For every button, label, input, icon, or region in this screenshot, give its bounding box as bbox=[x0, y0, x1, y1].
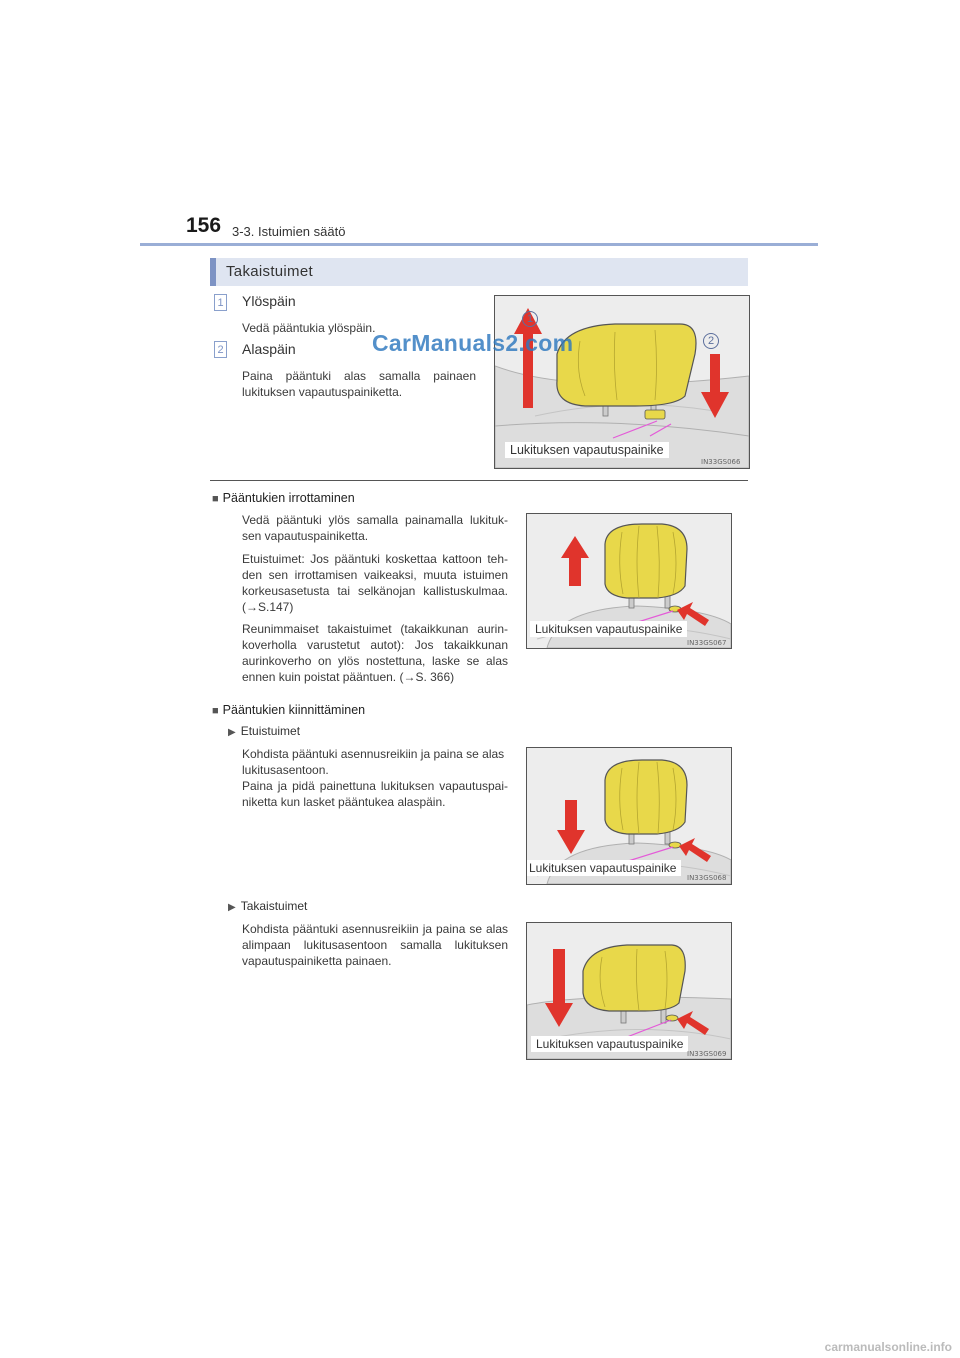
step-1-number: 1 bbox=[214, 294, 227, 311]
callout-2: 2 bbox=[703, 333, 719, 349]
step-2-number: 2 bbox=[214, 341, 227, 358]
release-button-label: Lukituksen vapautuspainike bbox=[527, 860, 682, 876]
rear-seats-label: ▶Takaistuimet bbox=[228, 899, 308, 913]
header-rule bbox=[140, 243, 818, 246]
rear-headrest-illustration bbox=[495, 308, 749, 468]
installation-heading: ■Pääntukien kiinnittäminen bbox=[212, 703, 366, 717]
removal-paragraph-2: Etuistuimet: Jos pääntuki koskettaa katt… bbox=[242, 552, 508, 614]
release-button-label: Lukituksen vapautuspainike bbox=[530, 621, 688, 637]
figure-removal: Lukituksen vapautuspainike IN33GS067 bbox=[526, 513, 732, 649]
divider bbox=[210, 480, 748, 481]
release-button-label: Lukituksen vapautuspainike bbox=[505, 442, 669, 458]
figure-code: IN33GS069 bbox=[687, 1050, 727, 1058]
square-bullet-icon: ■ bbox=[212, 493, 219, 505]
figure-code: IN33GS068 bbox=[687, 874, 727, 882]
section-title: 3-3. Istuimien säätö bbox=[232, 224, 346, 239]
front-seats-label: ▶Etuistuimet bbox=[228, 724, 301, 738]
removal-illustration bbox=[536, 523, 731, 648]
figure-front-install: Lukituksen vapautuspainike IN33GS068 bbox=[526, 747, 732, 885]
page-number: 156 bbox=[186, 214, 222, 237]
triangle-bullet-icon: ▶ bbox=[228, 727, 236, 738]
release-button-label: Lukituksen vapautuspainike bbox=[531, 1036, 689, 1052]
step-1-text: Vedä pääntukia ylöspäin. bbox=[242, 321, 376, 335]
figure-code: IN33GS066 bbox=[701, 458, 741, 466]
rear-paragraph-1: Kohdista pääntuki asennusreikiin ja pain… bbox=[242, 922, 508, 968]
front-paragraph-1: Kohdista pääntuki asennusreikiin ja pain… bbox=[242, 747, 505, 777]
step-2-text: Paina pääntuki alas samalla painaen luki… bbox=[242, 369, 476, 399]
callout-1: 1 bbox=[522, 311, 538, 327]
figure-rear-install: Lukituksen vapautuspainike IN33GS069 bbox=[526, 922, 732, 1060]
section-bar: Takaistuimet bbox=[210, 258, 748, 286]
removal-heading: ■Pääntukien irrottaminen bbox=[212, 491, 355, 505]
removal-paragraph-1: Vedä pääntuki ylös samalla painamalla lu… bbox=[242, 513, 508, 543]
removal-paragraph-3: Reunimmaiset takaistuimet (takaikkunan a… bbox=[242, 622, 508, 684]
square-bullet-icon: ■ bbox=[212, 705, 219, 717]
step-2-title: Alaspäin bbox=[242, 341, 296, 357]
figure-code: IN33GS067 bbox=[687, 639, 727, 647]
section-bar-title: Takaistuimet bbox=[226, 263, 313, 280]
step-1-title: Ylöspäin bbox=[242, 293, 296, 309]
front-paragraph-2: Paina ja pidä painettuna lukituksen vapa… bbox=[242, 779, 508, 809]
footer-watermark: carmanualsonline.info bbox=[824, 1340, 952, 1354]
figure-rear-headrest: 1 2 Lukituksen vapautuspainike IN33GS066 bbox=[494, 295, 750, 469]
triangle-bullet-icon: ▶ bbox=[228, 902, 236, 913]
watermark: CarManuals2.com bbox=[372, 330, 574, 356]
